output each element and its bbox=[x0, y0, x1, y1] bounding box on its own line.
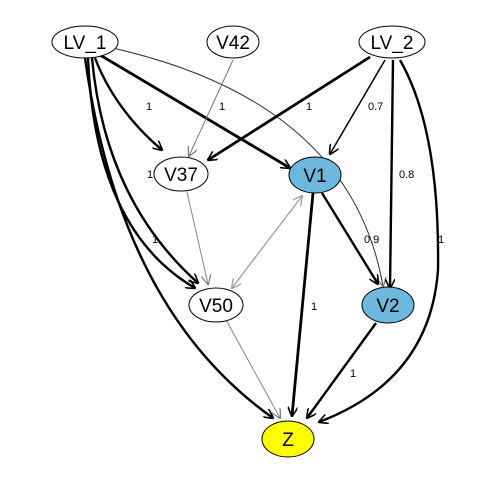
node-v42-shape bbox=[206, 25, 260, 59]
edge-label-v2-z: 1 bbox=[350, 368, 356, 380]
node-lv-2[interactable]: LV_2 bbox=[358, 25, 426, 59]
node-v50-label: V50 bbox=[199, 296, 233, 317]
node-z-label: Z bbox=[282, 430, 294, 451]
edge-lv2-z bbox=[319, 59, 440, 422]
edge-v1-z bbox=[292, 192, 315, 416]
node-v42-label: V42 bbox=[216, 33, 250, 54]
edge-v2-z bbox=[307, 322, 377, 418]
edge-lv2-v37 bbox=[208, 55, 371, 160]
edge-lv2-v1 bbox=[330, 59, 386, 154]
edge-v50-v1 bbox=[232, 196, 302, 288]
node-v37-label: V37 bbox=[164, 165, 198, 186]
edge-label-v1-v2: 0.9 bbox=[364, 234, 379, 246]
node-v42[interactable]: V42 bbox=[206, 25, 260, 59]
edge-label-lv2-v2: 0.8 bbox=[399, 169, 414, 181]
edge-lv1-v2 bbox=[107, 46, 383, 286]
node-v50-shape bbox=[188, 287, 244, 323]
edge-label-lv1-v50-b: 1 bbox=[152, 234, 158, 246]
edge-lv1-v37 bbox=[93, 57, 162, 150]
node-z-shape bbox=[261, 420, 315, 458]
edge-label-lv2-v1: 0.7 bbox=[368, 101, 383, 113]
edge-v1-v2 bbox=[320, 192, 378, 284]
node-v1-shape bbox=[288, 156, 342, 194]
node-v1[interactable]: V1 bbox=[288, 156, 342, 194]
node-lv-1[interactable]: LV_1 bbox=[51, 25, 119, 59]
node-v1-label: V1 bbox=[303, 166, 326, 187]
edge-label-lv1-v50-a: 1 bbox=[147, 169, 153, 181]
node-v2-shape bbox=[361, 286, 415, 324]
edge-v42-v37 bbox=[189, 59, 234, 156]
edge-label-lv1-v37: 1 bbox=[146, 101, 152, 113]
node-v37-shape bbox=[153, 156, 209, 192]
edge-label-lv2-z: 1 bbox=[438, 234, 444, 246]
node-v50[interactable]: V50 bbox=[188, 287, 244, 323]
edge-lv1-z bbox=[83, 57, 273, 418]
node-v37[interactable]: V37 bbox=[153, 156, 209, 192]
node-lv-1-label: LV_1 bbox=[64, 33, 107, 54]
node-lv-2-label: LV_2 bbox=[371, 33, 414, 54]
edge-lv1-v50-a bbox=[90, 57, 198, 283]
edge-lv1-v1 bbox=[99, 53, 290, 168]
edge-v50-z bbox=[224, 317, 280, 418]
edge-label-v1-z: 1 bbox=[311, 301, 317, 313]
edge-v37-v50 bbox=[186, 191, 208, 284]
node-v2[interactable]: V2 bbox=[361, 286, 415, 324]
node-lv-2-shape bbox=[358, 25, 426, 59]
node-lv-1-shape bbox=[51, 25, 119, 59]
edge-label-lv1-v1: 1 bbox=[219, 101, 225, 113]
edge-lv2-v2 bbox=[390, 59, 393, 288]
node-z[interactable]: Z bbox=[261, 420, 315, 458]
node-v2-label: V2 bbox=[376, 296, 399, 317]
edge-label-lv2-v37: 1 bbox=[306, 101, 312, 113]
